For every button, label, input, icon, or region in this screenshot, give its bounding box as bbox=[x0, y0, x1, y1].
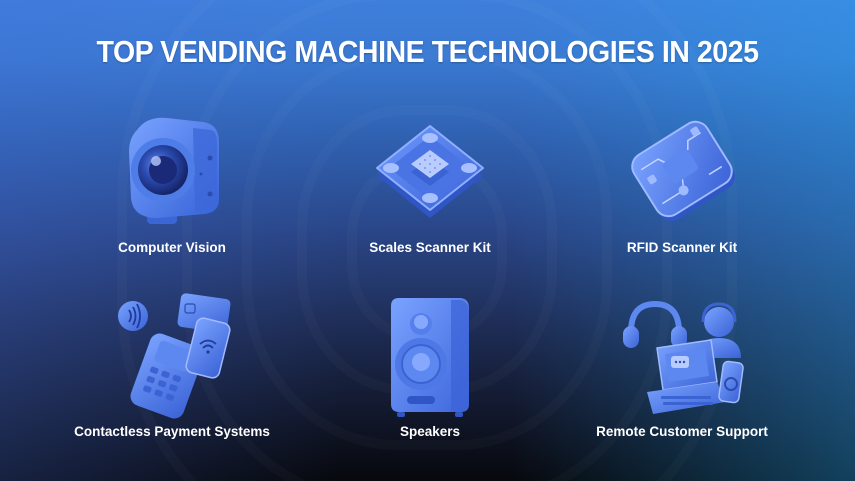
camera-icon bbox=[129, 117, 219, 224]
tech-label: Speakers bbox=[399, 424, 461, 439]
scale-icon bbox=[376, 125, 484, 218]
tech-label: Remote Customer Support bbox=[596, 424, 768, 439]
tech-item-contactless-payment-systems: Contactless Payment Systems bbox=[52, 292, 292, 439]
tech-item-rfid-scanner-kit: RFID Scanner Kit bbox=[562, 108, 802, 255]
tech-item-computer-vision: Computer Vision bbox=[52, 108, 292, 255]
rfid-chip-icon bbox=[631, 120, 735, 222]
tech-item-remote-customer-support: Remote Customer Support bbox=[562, 292, 802, 439]
customer-support-icon bbox=[623, 300, 744, 414]
tech-item-scales-scanner-kit: Scales Scanner Kit bbox=[310, 108, 550, 255]
page-title: TOP VENDING MACHINE TECHNOLOGIES IN 2025 bbox=[96, 34, 759, 69]
tech-label: RFID Scanner Kit bbox=[626, 240, 738, 255]
tech-label: Contactless Payment Systems bbox=[74, 424, 270, 439]
payment-terminal-icon bbox=[118, 293, 231, 419]
speaker-icon bbox=[391, 298, 469, 417]
tech-label: Computer Vision bbox=[118, 240, 226, 255]
tech-label: Scales Scanner Kit bbox=[369, 240, 491, 255]
tech-item-speakers: Speakers bbox=[310, 292, 550, 439]
